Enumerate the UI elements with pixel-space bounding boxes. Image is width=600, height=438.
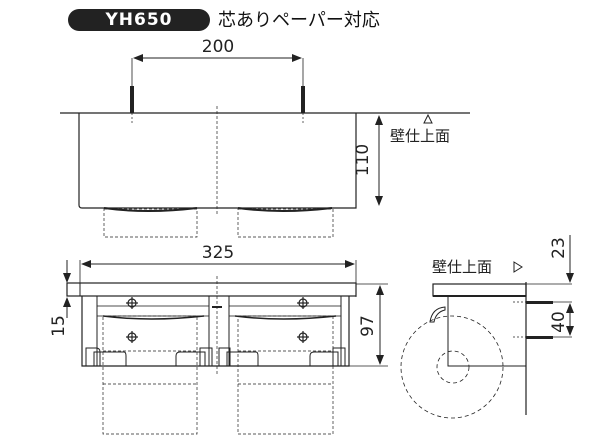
dim-offset-front: 15 (49, 315, 69, 337)
model-badge: YH650 (68, 9, 210, 31)
diagram-title: 芯ありペーパー対応 (218, 10, 380, 31)
top-view (60, 54, 470, 238)
dim-screw-spacing-side: 40 (549, 311, 569, 333)
dim-screw-spacing-top: 200 (202, 37, 234, 57)
dim-height-front: 97 (358, 315, 378, 337)
wall-surface-label-top: 壁仕上面 (390, 127, 450, 145)
front-view (63, 260, 388, 435)
wall-surface-label-side: 壁仕上面 (432, 258, 492, 276)
side-view (400, 235, 574, 419)
dim-top-side: 23 (549, 237, 569, 259)
dim-height-top: 110 (353, 144, 373, 176)
dim-width-front: 325 (202, 243, 234, 263)
